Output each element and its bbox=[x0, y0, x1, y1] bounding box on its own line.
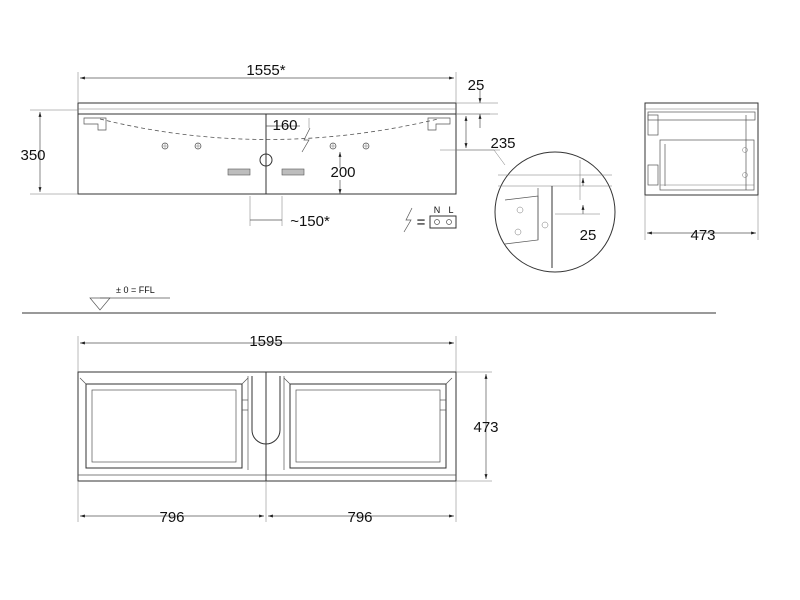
detail-circle bbox=[494, 151, 616, 273]
dim-gap-label: 25 bbox=[580, 227, 597, 244]
handle-right bbox=[281, 168, 305, 176]
left-drawer-width-label: 796 bbox=[159, 509, 184, 526]
top-total-width-label: 1595 bbox=[249, 333, 282, 350]
lightning-icon bbox=[403, 207, 413, 233]
basin-outline bbox=[99, 118, 439, 140]
wall-bracket-right bbox=[427, 117, 451, 131]
neutral-label: N bbox=[434, 205, 441, 215]
dim-outlet-offset-label: 160 bbox=[272, 117, 297, 134]
left-drawer bbox=[85, 383, 243, 469]
front-countertop bbox=[77, 102, 457, 115]
dim-siphon-height-label: 200 bbox=[330, 164, 355, 181]
equals-label: = bbox=[417, 214, 426, 231]
siphon-cutout bbox=[251, 376, 281, 445]
dim-top-offset-label: 25 bbox=[468, 77, 485, 94]
wall-bracket-left bbox=[83, 117, 107, 131]
side-depth-label: 473 bbox=[690, 227, 715, 244]
side-view: 473 bbox=[644, 102, 759, 244]
ffl-label: ± 0 = FFL bbox=[116, 285, 155, 295]
level-marker-icon bbox=[89, 297, 111, 311]
right-drawer-width-label: 796 bbox=[347, 509, 372, 526]
dim-drain-spacing-label: ~150* bbox=[290, 213, 330, 230]
floor-level: ± 0 = FFL bbox=[22, 285, 716, 314]
live-label: L bbox=[448, 205, 453, 215]
dim-width-label: 1555* bbox=[246, 62, 285, 79]
side-cabinet-outline bbox=[644, 102, 759, 196]
dim-socket-height-label: 235 bbox=[490, 135, 515, 152]
lightning-symbol-front bbox=[301, 127, 311, 153]
handle-left bbox=[227, 168, 251, 176]
top-view: 1595 473 796 796 bbox=[77, 333, 499, 526]
top-depth-label: 473 bbox=[473, 419, 498, 436]
right-drawer bbox=[289, 383, 447, 469]
socket-icon bbox=[429, 215, 457, 229]
dim-height-label: 350 bbox=[20, 147, 45, 164]
top-cabinet-outline bbox=[77, 371, 457, 482]
detail-view: 25 bbox=[456, 149, 616, 273]
drain-outlet bbox=[259, 153, 273, 167]
front-view: 1555* 25 350 160 235 200 ~150* = N L bbox=[20, 62, 516, 233]
